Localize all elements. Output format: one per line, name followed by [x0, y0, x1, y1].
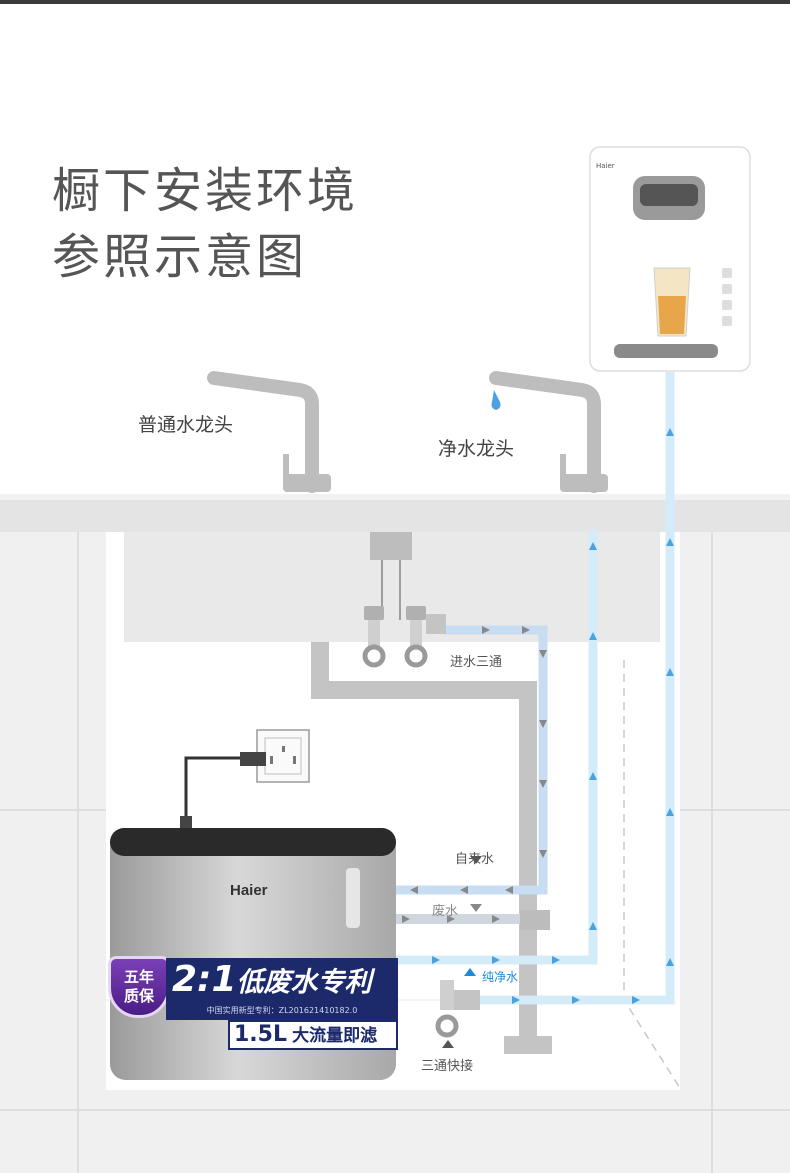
waste-line — [396, 914, 546, 924]
waste-water-label: 废水 — [432, 904, 459, 919]
tap-water-label: 自来水 — [455, 852, 495, 867]
drain-top — [370, 532, 412, 560]
patent-number: 中国实用新型专利：ZL201621410182.0 — [166, 1002, 398, 1020]
warranty-badge: 五年 质保 — [108, 956, 170, 1018]
dispenser-line — [480, 372, 675, 1005]
tap-arrows — [402, 626, 547, 923]
svg-text:Haier: Haier — [596, 162, 615, 170]
purifier-brand-logo: Haier — [230, 882, 268, 899]
page-title: 橱下安装环境 参照示意图 — [52, 158, 358, 290]
warranty-line-1: 五年 — [123, 968, 154, 986]
pure-faucet-label: 净水龙头 — [438, 438, 515, 460]
inlet-tee-label: 进水三通 — [450, 655, 503, 670]
inlet-tee — [362, 606, 446, 668]
pure-faucet-line — [396, 530, 598, 965]
title-line-2: 参照示意图 — [52, 229, 308, 285]
water-dispenser: Haier — [589, 146, 751, 372]
quick-tee-label: 三通快接 — [421, 1059, 474, 1074]
normal-faucet — [207, 371, 319, 493]
pure-arrows — [432, 956, 640, 1004]
flow-arrows — [589, 428, 674, 966]
normal-faucet-label: 普通水龙头 — [138, 414, 234, 436]
warranty-line-2: 质保 — [123, 987, 154, 1005]
power-cord — [184, 756, 262, 822]
ratio-value: 2:1 — [172, 959, 237, 1000]
ratio-banner: 2:1低废水专利 — [166, 958, 398, 1002]
flow-text: 大流量即滤 — [292, 1026, 378, 1046]
tap-water-line — [396, 625, 548, 895]
title-line-1: 橱下安装环境 — [52, 163, 359, 219]
wall-socket — [256, 729, 310, 783]
pure-water-label: 纯净水 — [482, 970, 519, 984]
quick-tee — [435, 980, 480, 1038]
promo-badge: 五年 质保 2:1低废水专利 中国实用新型专利：ZL201621410182.0… — [108, 956, 398, 1054]
water-drop-icon — [491, 390, 501, 410]
pure-faucet — [489, 371, 601, 493]
top-border — [0, 0, 790, 4]
ratio-text: 低废水专利 — [236, 967, 372, 998]
drain-pipe — [311, 642, 537, 1040]
flow-volume: 1.5L — [234, 1022, 287, 1047]
flow-banner: 1.5L 大流量即滤 — [228, 1020, 398, 1050]
countertop — [0, 494, 790, 532]
